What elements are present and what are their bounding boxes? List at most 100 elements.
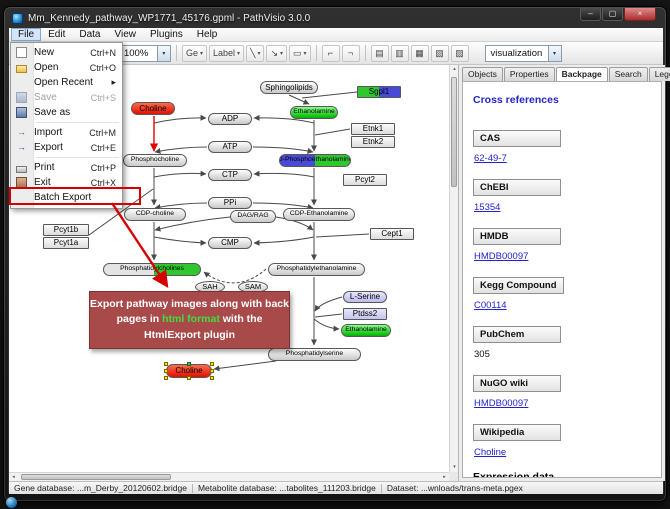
- pathway-node-cept1[interactable]: Cept1: [370, 228, 414, 240]
- file-menu-item-batch-export[interactable]: Batch Export: [11, 190, 122, 205]
- zoom-dropdown-arrow-icon[interactable]: ▾: [156, 45, 170, 61]
- pathway-node-dag-rag[interactable]: DAG/RAG: [230, 210, 276, 223]
- selection-handle[interactable]: [164, 369, 168, 373]
- pathway-node-etnk1[interactable]: Etnk1: [351, 123, 395, 135]
- pathway-node-cdp-choline[interactable]: CDP-choline: [124, 208, 186, 221]
- backpage-section-title: Wikipedia: [473, 424, 561, 441]
- tab-backpage[interactable]: Backpage: [555, 67, 608, 81]
- pathway-node-phosphatidylcholines[interactable]: Phosphatidylcholines: [103, 263, 201, 276]
- backpage-section-value[interactable]: Choline: [474, 447, 507, 458]
- scroll-down-icon[interactable]: ▾: [453, 464, 456, 470]
- scroll-up-icon[interactable]: ▴: [453, 66, 456, 72]
- selection-handle[interactable]: [187, 362, 191, 366]
- pathway-node-phosphocholine[interactable]: Phosphocholine: [123, 154, 187, 167]
- menu-help[interactable]: Help: [196, 29, 218, 40]
- vertical-scroll-thumb[interactable]: [451, 77, 457, 187]
- pathway-node-ppi[interactable]: PPi: [208, 197, 252, 209]
- backpage-section-title: PubChem: [473, 326, 561, 343]
- pathway-node-choline[interactable]: Choline: [131, 102, 175, 115]
- pathway-node-cdp-ethanolamine[interactable]: CDP-Ethanolamine: [283, 208, 355, 221]
- label-tool[interactable]: Label▾: [208, 44, 245, 62]
- pathway-node-ctp[interactable]: CTP: [208, 169, 252, 181]
- zoom-combobox[interactable]: 100% ▾: [117, 44, 171, 62]
- menu-separator: [36, 157, 119, 158]
- selection-handle[interactable]: [210, 362, 214, 366]
- align-top-icon[interactable]: ▦: [410, 44, 429, 62]
- maximize-button[interactable]: ▢: [602, 8, 623, 21]
- selection-handle[interactable]: [164, 376, 168, 380]
- scroll-right-icon[interactable]: ▸: [443, 474, 446, 480]
- pathway-node-atp[interactable]: ATP: [208, 141, 252, 153]
- template-bracket2-icon[interactable]: ¬: [341, 44, 360, 62]
- zoom-value: 100%: [123, 47, 149, 59]
- backpage-section-value[interactable]: C00114: [474, 300, 507, 311]
- shape-tool[interactable]: ▭▾: [289, 44, 311, 62]
- pathway-node-pcyt1b[interactable]: Pcyt1b: [43, 224, 89, 236]
- minimize-button[interactable]: –: [580, 8, 601, 21]
- pathway-node-adp[interactable]: ADP: [208, 113, 252, 125]
- tab-objects[interactable]: Objects: [462, 67, 503, 81]
- selection-handle[interactable]: [187, 376, 191, 380]
- pathway-node-ethanolamine[interactable]: Ethanolamine: [290, 106, 338, 119]
- horizontal-scroll-thumb[interactable]: [21, 474, 171, 480]
- menu-file[interactable]: File: [11, 28, 42, 41]
- tab-properties[interactable]: Properties: [503, 67, 555, 81]
- pathway-node-pcyt1a[interactable]: Pcyt1a: [43, 237, 89, 249]
- pathway-node-ethanolamine[interactable]: Ethanolamine: [341, 324, 391, 337]
- pathway-node-pcyt2[interactable]: Pcyt2: [343, 174, 387, 186]
- tab-search[interactable]: Search: [608, 67, 648, 81]
- backpage-section-value[interactable]: 62-49-7: [474, 153, 507, 164]
- pathway-node-etnk2[interactable]: Etnk2: [351, 136, 395, 148]
- scroll-left-icon[interactable]: ◂: [12, 474, 15, 480]
- align-left-icon[interactable]: ▤: [370, 44, 389, 62]
- menu-data[interactable]: Data: [79, 29, 101, 40]
- pathway-node-sphingolipids[interactable]: Sphingolipids: [260, 81, 318, 94]
- pathway-node-o-phosphoethanolamine[interactable]: O-Phosphoethanolamine: [279, 154, 351, 167]
- file-menu-item-open-recent[interactable]: Open Recent▸: [11, 75, 122, 90]
- distribute-horizontal-icon[interactable]: ▧: [430, 44, 449, 62]
- pathvisio-app-icon: [12, 13, 23, 24]
- datanode-tool-glyph: Ge: [185, 48, 198, 58]
- menu-edit[interactable]: Edit: [48, 29, 66, 40]
- import-icon: →: [17, 127, 26, 137]
- template-bracket-icon[interactable]: ⌐: [321, 44, 340, 62]
- pathway-node-sgpl1[interactable]: Sgpl1: [357, 86, 401, 98]
- pathway-node-phosphatidylserine[interactable]: Phosphatidylserine: [268, 348, 361, 361]
- backpage-section-value[interactable]: 15354: [474, 202, 501, 213]
- backpage-section-value[interactable]: HMDB00097: [474, 251, 529, 262]
- visualization-dropdown-arrow-icon[interactable]: ▾: [547, 45, 561, 61]
- arrow-tool[interactable]: ↘▾: [266, 44, 288, 62]
- taskbar-app-icon[interactable]: [6, 497, 17, 508]
- pathway-node-cmp[interactable]: CMP: [208, 237, 252, 249]
- align-center-icon[interactable]: ▥: [390, 44, 409, 62]
- selection-handle[interactable]: [210, 376, 214, 380]
- pathway-node-phosphatidylethanolamine[interactable]: Phosphatidylethanolamine: [268, 263, 365, 276]
- pathway-node-l-serine[interactable]: L-Serine: [343, 291, 387, 303]
- close-button[interactable]: ×: [624, 8, 656, 21]
- line-tool[interactable]: ╲▾: [246, 44, 265, 62]
- menu-view[interactable]: View: [114, 29, 136, 40]
- visualization-combobox[interactable]: visualization ▾: [484, 44, 562, 62]
- menu-item-label: Export: [34, 142, 63, 153]
- selection-handle[interactable]: [210, 369, 214, 373]
- distribute-vertical-icon[interactable]: ▨: [450, 44, 469, 62]
- selection-handle[interactable]: [164, 362, 168, 366]
- pathway-node-ptdss2[interactable]: Ptdss2: [343, 308, 387, 320]
- horizontal-scrollbar[interactable]: ◂ ▸: [9, 472, 449, 481]
- title-bar[interactable]: Mm_Kennedy_pathway_WP1771_45176.gpml - P…: [12, 11, 536, 26]
- backpage-section-value[interactable]: HMDB00097: [474, 398, 529, 409]
- tab-legend[interactable]: Legend: [648, 67, 670, 81]
- export-icon: →: [17, 142, 26, 152]
- vertical-scrollbar[interactable]: ▴ ▾: [449, 65, 458, 472]
- file-menu-item-save-as[interactable]: Save as: [11, 105, 122, 120]
- side-panel: ObjectsPropertiesBackpageSearchLegend Cr…: [458, 65, 670, 481]
- datanode-tool[interactable]: Ge▾: [181, 44, 207, 62]
- line-tool-glyph: ╲: [250, 47, 256, 58]
- menu-plugins[interactable]: Plugins: [149, 29, 183, 40]
